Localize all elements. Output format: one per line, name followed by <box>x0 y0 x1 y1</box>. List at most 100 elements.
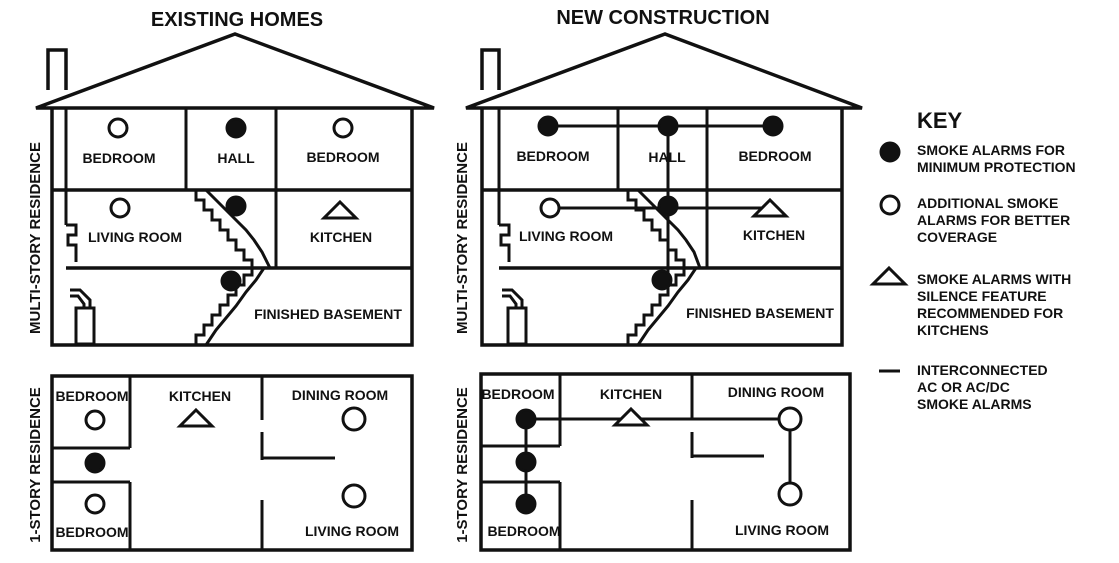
minimum-alarm-hallway <box>515 451 537 473</box>
additional-alarm-bedroom-top <box>84 409 106 431</box>
open-circle-icon <box>879 194 901 216</box>
additional-alarm-dining-room <box>341 406 367 432</box>
room-label-living-room: LIVING ROOM <box>88 229 182 245</box>
minimum-alarm-bedroom-top <box>515 408 537 430</box>
room-label-bedroom: BEDROOM <box>487 523 560 539</box>
key-title: KEY <box>917 108 963 133</box>
key-item-text: SMOKE ALARMS FOR <box>917 142 1065 158</box>
upper-staircase <box>194 190 254 268</box>
room-label-finished-basement: FINISHED BASEMENT <box>686 305 834 321</box>
minimum-alarm-hall <box>657 115 679 137</box>
room-label-living-room: LIVING ROOM <box>519 228 613 244</box>
outer-walls <box>479 372 852 552</box>
side-label-1-story-left: 1-STORY RESIDENCE <box>27 387 44 543</box>
additional-alarm-living-room <box>109 197 131 219</box>
minimum-alarm-bedroom-left <box>537 115 559 137</box>
water-heater <box>74 306 96 346</box>
room-label-dining-room: DINING ROOM <box>292 387 388 403</box>
key-item-text: SILENCE FEATURE <box>917 288 1047 304</box>
roof <box>465 32 863 110</box>
side-label-1-story-right: 1-STORY RESIDENCE <box>454 387 471 543</box>
additional-alarm-bedroom-left <box>107 117 129 139</box>
lower-staircase <box>194 268 254 345</box>
key-item-text: INTERCONNECTED <box>917 362 1048 378</box>
side-label-multi-story-left: MULTI-STORY RESIDENCE <box>27 142 44 334</box>
room-label-bedroom: BEDROOM <box>306 149 379 165</box>
upper-staircase-rail <box>204 188 272 269</box>
triangle-icon <box>869 265 909 286</box>
key-item-text: SMOKE ALARMS <box>917 396 1032 412</box>
key-item-text: COVERAGE <box>917 229 997 245</box>
heater-flue <box>70 288 92 308</box>
minimum-alarm-basement <box>651 269 673 291</box>
additional-alarm-living-room <box>539 197 561 219</box>
key-item-text: RECOMMENDED FOR <box>917 305 1063 321</box>
heading-new-construction: NEW CONSTRUCTION <box>556 7 769 29</box>
room-label-kitchen: KITCHEN <box>600 386 662 402</box>
side-label-multi-story-right: MULTI-STORY RESIDENCE <box>454 142 471 334</box>
minimum-alarm-hall <box>225 117 247 139</box>
legend-key: KEY SMOKE ALARMS FOR MINIMUM PROTECTION … <box>869 108 1076 412</box>
room-label-living-room: LIVING ROOM <box>735 522 829 538</box>
key-item-text: KITCHENS <box>917 322 989 338</box>
kitchen-silence-alarm <box>320 199 360 220</box>
fireplace <box>66 223 78 262</box>
filled-circle-icon <box>879 141 901 163</box>
lower-staircase-rail <box>204 267 266 346</box>
minimum-alarm-stairs-upper <box>657 195 679 217</box>
additional-alarm-dining-room <box>777 406 803 432</box>
room-label-living-room: LIVING ROOM <box>305 523 399 539</box>
room-label-bedroom: BEDROOM <box>481 386 554 402</box>
minimum-alarm-bedroom-bottom <box>515 493 537 515</box>
heading-existing-homes: EXISTING HOMES <box>151 9 323 31</box>
minimum-alarm-stairs-upper <box>225 195 247 217</box>
kitchen-silence-alarm <box>176 407 216 428</box>
multi-story-house-existing: BEDROOM HALL BEDROOM LIVING ROOM KITCHEN… <box>35 32 435 347</box>
multi-story-house-new: BEDROOM HALL BEDROOM LIVING ROOM KITCHEN… <box>465 32 863 347</box>
outer-walls <box>50 108 414 347</box>
water-heater <box>506 306 528 346</box>
minimum-alarm-basement <box>220 270 242 292</box>
roof <box>35 32 435 110</box>
room-label-finished-basement: FINISHED BASEMENT <box>254 306 402 322</box>
room-label-bedroom: BEDROOM <box>516 148 589 164</box>
room-label-kitchen: KITCHEN <box>169 388 231 404</box>
room-label-hall: HALL <box>648 149 686 165</box>
lower-staircase-rail <box>636 267 698 346</box>
room-label-bedroom: BEDROOM <box>738 148 811 164</box>
heater-flue-inner <box>502 294 518 308</box>
additional-alarm-bedroom-bottom <box>84 493 106 515</box>
minimum-alarm-hallway <box>84 452 106 474</box>
key-item-text: SMOKE ALARMS WITH <box>917 271 1071 287</box>
outer-walls <box>50 374 414 552</box>
key-item-text: ADDITIONAL SMOKE <box>917 195 1058 211</box>
chimney <box>480 48 501 90</box>
room-label-bedroom: BEDROOM <box>55 388 128 404</box>
minimum-alarm-bedroom-right <box>762 115 784 137</box>
lower-staircase <box>626 268 686 345</box>
room-label-hall: HALL <box>217 150 255 166</box>
upper-staircase-rail <box>636 188 702 269</box>
additional-alarm-living-room <box>341 483 367 509</box>
key-item-text: MINIMUM PROTECTION <box>917 159 1076 175</box>
chimney <box>46 48 68 90</box>
fireplace <box>499 223 511 262</box>
one-story-plan-existing: BEDROOM KITCHEN DINING ROOM BEDROOM LIVI… <box>50 374 414 552</box>
additional-alarm-living-room <box>777 481 803 507</box>
room-label-kitchen: KITCHEN <box>310 229 372 245</box>
upper-staircase <box>626 190 686 268</box>
key-item-text: ALARMS FOR BETTER <box>917 212 1070 228</box>
room-label-dining-room: DINING ROOM <box>728 384 824 400</box>
heater-flue <box>502 288 524 308</box>
heater-flue-inner <box>70 294 86 308</box>
one-story-plan-new: BEDROOM KITCHEN DINING ROOM BEDROOM LIVI… <box>479 372 852 552</box>
room-label-bedroom: BEDROOM <box>55 524 128 540</box>
key-item-text: AC OR AC/DC <box>917 379 1010 395</box>
additional-alarm-bedroom-right <box>332 117 354 139</box>
kitchen-silence-alarm <box>611 406 651 427</box>
kitchen-silence-alarm <box>750 197 790 218</box>
room-label-bedroom: BEDROOM <box>82 150 155 166</box>
outer-walls <box>480 108 844 347</box>
room-label-kitchen: KITCHEN <box>743 227 805 243</box>
